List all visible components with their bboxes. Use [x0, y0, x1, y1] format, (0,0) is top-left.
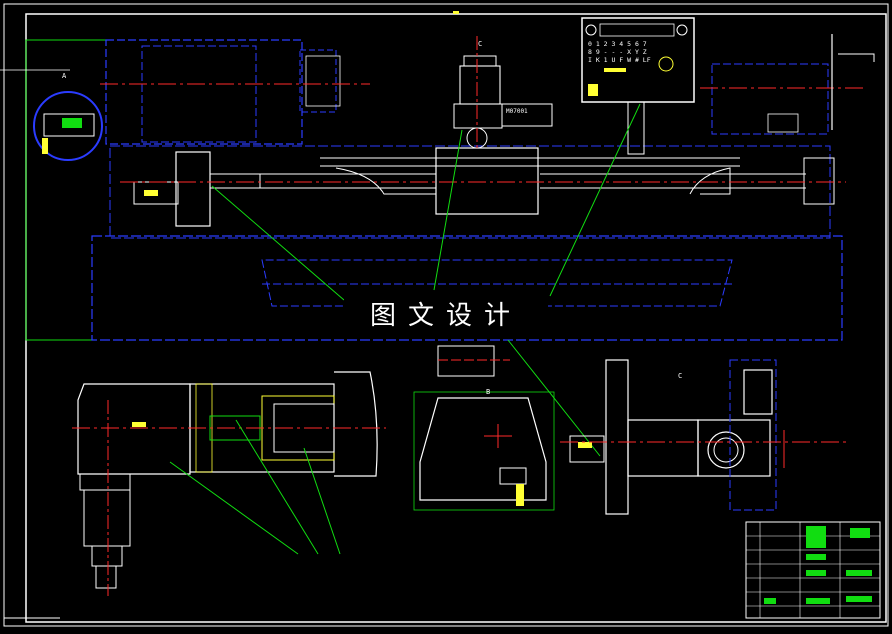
right-support: [803, 157, 835, 205]
panel-post: [627, 101, 645, 155]
headstock-outline: [105, 39, 303, 145]
view-c-bore: [707, 431, 745, 469]
spindle-gearbox: [453, 103, 503, 129]
watermark-text: 图文设计: [344, 296, 548, 336]
view-a-frame: [25, 39, 106, 341]
panel-switch: [588, 84, 598, 96]
title-block-frame: [745, 521, 881, 619]
view-b: [413, 339, 601, 511]
leader-2: [433, 129, 463, 291]
bed-outline: [91, 235, 843, 341]
view-c-shaft: [569, 435, 605, 463]
view-c-block: [627, 419, 699, 477]
view-c-bore-inner: [713, 437, 739, 463]
chuck-hidden: [299, 49, 337, 113]
slide-ramps: [335, 167, 731, 195]
leader-1: [211, 185, 345, 301]
spindle-motor: [459, 65, 501, 105]
leader-6: [303, 447, 341, 555]
angle-head-tool: [95, 565, 117, 589]
screw-left: [210, 173, 436, 189]
left-shaft-mark: [144, 190, 158, 196]
view-c-motor: [743, 369, 773, 415]
view-a-part: [43, 113, 95, 137]
main-view: [0, 17, 875, 341]
left-support: [175, 151, 211, 227]
angle-head-spindle: [83, 489, 131, 547]
view-b-label: B: [486, 388, 491, 396]
leader-3: [549, 103, 641, 297]
angle-head-collet: [91, 545, 123, 567]
tailstock-clamp: [767, 113, 799, 133]
view-a-fitting: [42, 138, 48, 154]
panel-display: [599, 23, 675, 37]
view-b-body: [419, 397, 547, 501]
view-c-plate: [605, 359, 629, 515]
title-block-logo: [806, 526, 826, 548]
chuck-ring: [305, 55, 341, 107]
ucs-icon: [3, 560, 60, 619]
leader-5: [235, 419, 319, 555]
panel-knob-right: [676, 24, 688, 36]
panel-highlight: [604, 68, 626, 72]
view-c-label: C: [678, 372, 683, 380]
spindle-motor-cap: [463, 55, 497, 67]
view-c-top-label: C: [478, 40, 483, 48]
view-a-circle: [33, 91, 103, 161]
headstock-inner: [141, 45, 257, 143]
view-a-label: A: [62, 72, 67, 80]
view-a-detail: [62, 118, 82, 128]
section-angle-head: [72, 371, 386, 596]
view-c-shaft-mark: [578, 442, 592, 448]
view-b-dim-box: [413, 391, 555, 511]
view-c: [560, 359, 850, 515]
view-c-housing: [697, 419, 771, 477]
view-b-top-part: [437, 345, 495, 377]
angle-head-body: [77, 383, 191, 475]
leader-4: [169, 461, 299, 555]
screw-right: [320, 157, 806, 189]
leader-7: [507, 339, 601, 457]
view-b-fitting: [499, 467, 527, 485]
outer-frame: [3, 3, 889, 627]
motor-plate: M07001: [506, 108, 528, 115]
panel-knob-left: [585, 24, 597, 36]
view-c-hidden: [729, 359, 777, 511]
panel-dial: [658, 56, 674, 72]
side-motor: [501, 103, 553, 127]
panel-row-1: 0 1 2 3 4 5 6 7: [588, 40, 647, 48]
carriage-outline: [109, 145, 831, 239]
bed-base: [261, 259, 733, 307]
view-b-nozzle: [516, 484, 524, 506]
handwheel-handle: [838, 53, 875, 62]
panel-row-3: I K 1 U F W # LF: [588, 56, 651, 64]
angle-head-nut: [79, 473, 131, 491]
panel-row-2: 8 9 - - - X Y Z: [588, 48, 647, 56]
tailstock-outline: [711, 63, 829, 135]
slide-block: [435, 147, 539, 215]
frame-center-mark: [453, 11, 459, 14]
angle-head-mark: [132, 422, 146, 427]
cylinder-cap: [334, 371, 378, 477]
title-block: [745, 521, 881, 619]
